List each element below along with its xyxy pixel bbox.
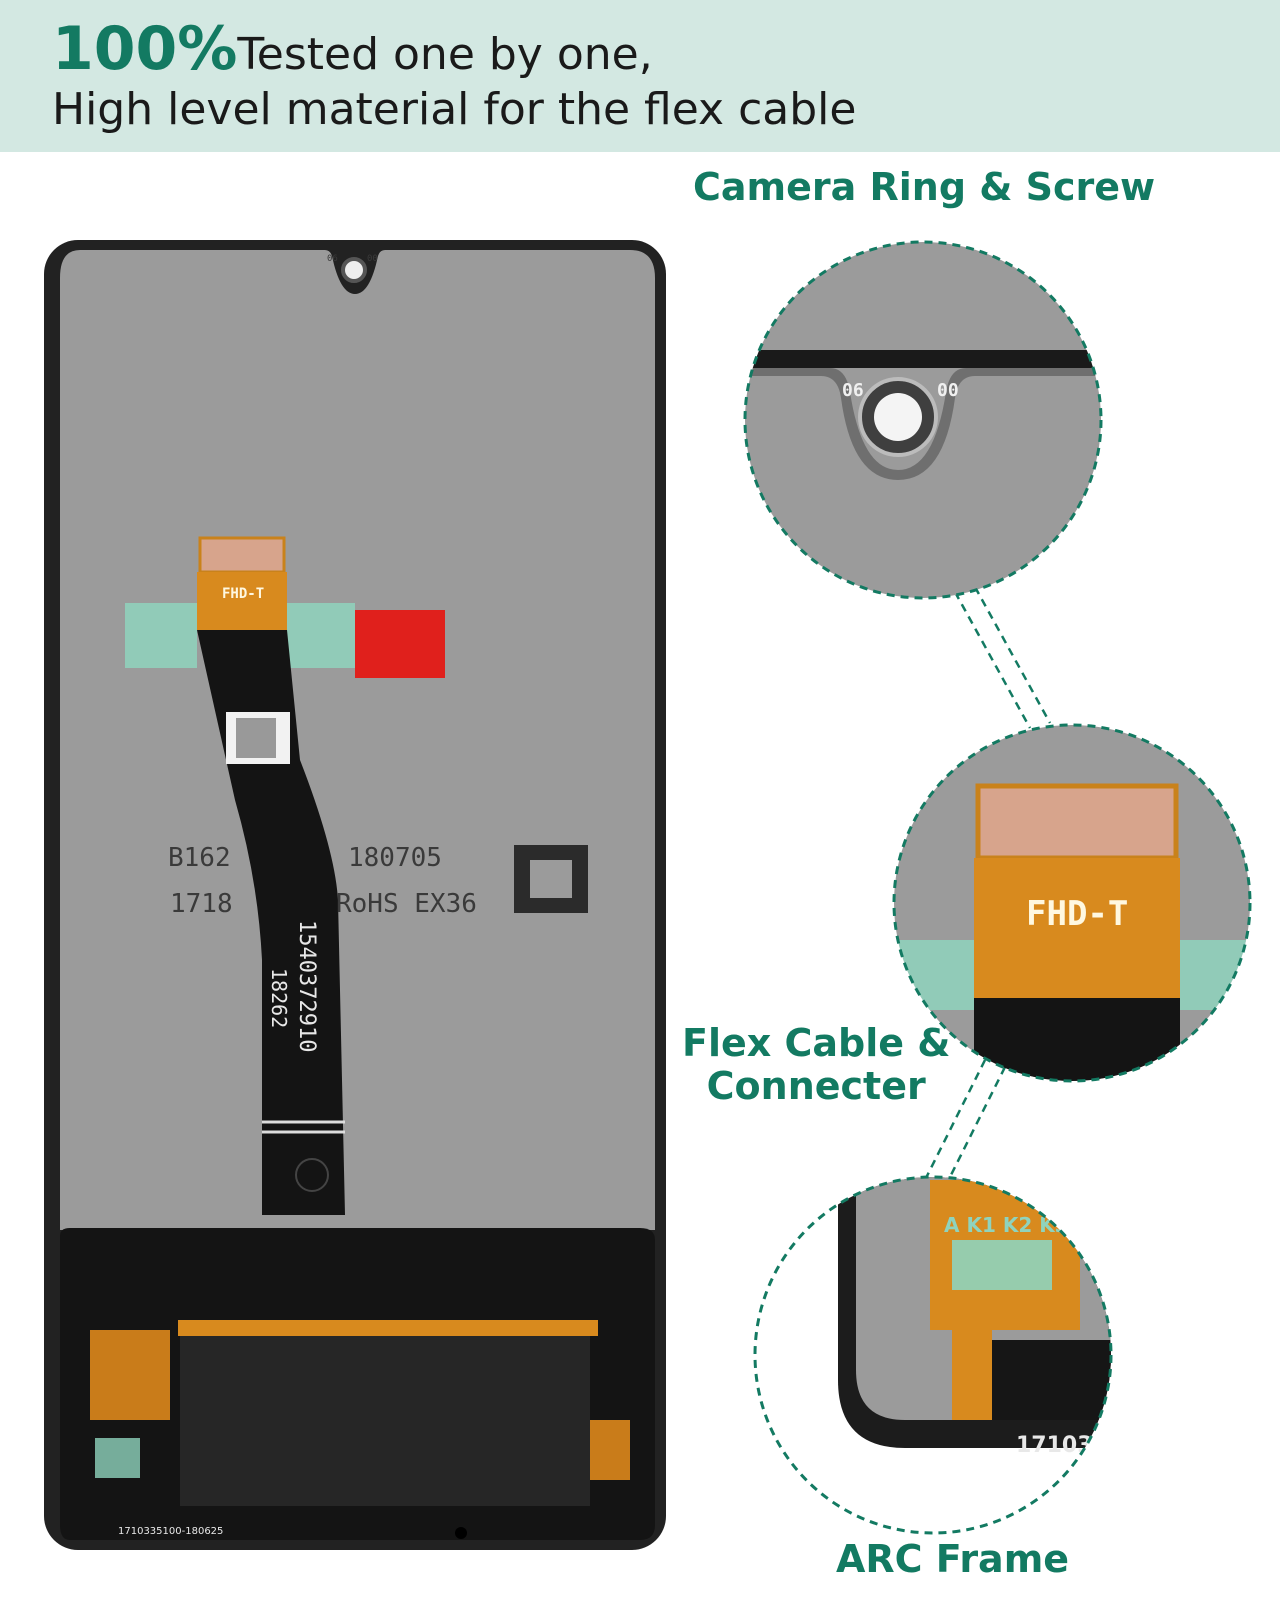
board-serial: 1710335100-180625: [118, 1526, 223, 1537]
flex-cable-body: [197, 630, 345, 1215]
headline-line-2: High level material for the flex cable: [52, 84, 857, 135]
cable-serial: 1540372910: [294, 920, 319, 1052]
red-tape: [355, 610, 445, 678]
camera-ring: [341, 257, 367, 283]
flex-logo: [295, 1158, 329, 1192]
flex-detail-label: FHD-T: [1026, 894, 1128, 934]
panel-qr-inner: [530, 860, 572, 898]
flex-connector-pad: [198, 536, 286, 574]
qr-sticker-code: [236, 718, 276, 758]
panel-back: [60, 250, 655, 1230]
flex-label: FHD-T: [222, 586, 264, 602]
camera-detail-border: [743, 240, 1103, 600]
arc-detail-pad-label: A K1 K2 K3: [944, 1213, 1069, 1237]
green-tape-left: [125, 603, 197, 668]
print-code-1: B162: [168, 843, 231, 873]
board-hole: [455, 1527, 467, 1539]
connector-line-2b: [943, 1066, 1007, 1188]
camera-detail-label-left: 06: [842, 380, 864, 401]
print-rohs: RoHS EX36: [336, 889, 477, 919]
board-left-chip: [90, 1330, 170, 1420]
print-code-2: 1718: [170, 889, 233, 919]
arc-detail: A K1 K2 K3 17103: [755, 1177, 1111, 1533]
green-tape-right: [287, 603, 355, 668]
cable-batch: 18262: [267, 968, 291, 1028]
arc-detail-border: [753, 1175, 1113, 1535]
flex-detail: FHD-T: [894, 725, 1250, 1081]
arc-callout-label: ARC Frame: [836, 1537, 1070, 1581]
camera-detail-label-right: 00: [937, 380, 959, 401]
board-center-panel: [180, 1336, 590, 1506]
camera-detail: 06 00: [745, 242, 1101, 598]
headline-rest: Tested one by one,: [237, 29, 653, 80]
flex-callout-line-2: Connecter: [706, 1063, 926, 1108]
flex-callout-label: Flex Cable & Connecter: [682, 1022, 950, 1107]
connector-line-1a: [953, 591, 1032, 729]
header-banner: 100%Tested one by one, High level materi…: [0, 0, 1280, 152]
flex-callout-line-1: Flex Cable &: [682, 1021, 951, 1065]
connector-line-1b: [973, 586, 1052, 724]
notch-label-right: 00: [367, 254, 378, 264]
print-date: 180705: [348, 843, 442, 873]
notch-label-left: 06: [327, 254, 338, 264]
board-flex-orange: [178, 1320, 598, 1336]
board-pad-strip: [95, 1438, 140, 1478]
headline-line-1: 100%Tested one by one,: [52, 14, 653, 84]
flex-detail-border: [892, 723, 1252, 1083]
flex-cable-orange: [197, 572, 287, 630]
headline-percent: 100%: [52, 14, 238, 84]
camera-callout-label: Camera Ring & Screw: [693, 165, 1156, 209]
